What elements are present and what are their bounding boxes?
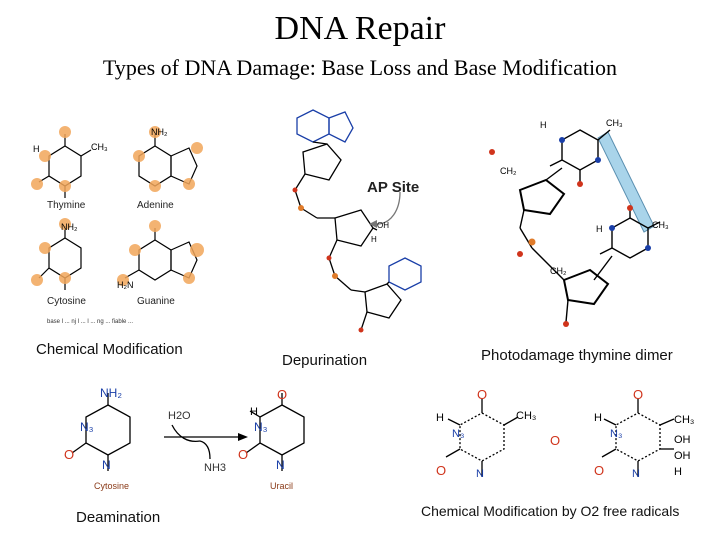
svg-text:N: N bbox=[632, 468, 640, 480]
ap-site-label: AP Site bbox=[367, 179, 419, 196]
svg-text:O: O bbox=[277, 387, 287, 402]
free-radical-figure: O O O O O N₃ N N₃ N H CH₃ H CH₃ OH OH H bbox=[436, 387, 694, 480]
page-title: DNA Repair bbox=[274, 10, 446, 47]
svg-text:H: H bbox=[540, 120, 547, 130]
deamination-figure: NH₂ N₃ N N₃ N O O O H H2O NH3 Cytosine Uracil bbox=[64, 386, 305, 491]
photodamage-caption: Photodamage thymine dimer bbox=[481, 347, 673, 364]
svg-text:OH: OH bbox=[377, 221, 389, 230]
thymine-label: Thymine bbox=[47, 200, 86, 211]
svg-text:N: N bbox=[102, 458, 111, 472]
svg-text:O: O bbox=[64, 447, 74, 462]
svg-text:CH₃: CH₃ bbox=[652, 220, 669, 230]
svg-text:N₃: N₃ bbox=[254, 420, 268, 434]
svg-text:OH: OH bbox=[674, 434, 691, 446]
svg-text:H: H bbox=[596, 224, 603, 234]
svg-text:CH₂: CH₂ bbox=[550, 266, 567, 276]
svg-text:CH₃: CH₃ bbox=[674, 414, 694, 426]
svg-text:OH: OH bbox=[674, 450, 691, 462]
guanine-label: Guanine bbox=[137, 296, 175, 307]
svg-text:N₃: N₃ bbox=[80, 420, 94, 434]
page-subtitle: Types of DNA Damage: Base Loss and Base … bbox=[102, 55, 618, 80]
adenine-label: Adenine bbox=[137, 200, 174, 211]
svg-text:O: O bbox=[594, 463, 604, 478]
svg-text:O: O bbox=[633, 387, 643, 402]
svg-text:N₃: N₃ bbox=[610, 428, 622, 440]
chemical-modification-caption: Chemical Modification bbox=[36, 341, 183, 358]
svg-text:H: H bbox=[594, 412, 602, 424]
svg-text:N: N bbox=[476, 468, 484, 480]
depurination-caption: Depurination bbox=[282, 352, 368, 369]
svg-text:CH₃: CH₃ bbox=[606, 118, 623, 128]
svg-text:N: N bbox=[276, 458, 285, 472]
svg-text:H: H bbox=[371, 235, 377, 244]
svg-text:H: H bbox=[674, 466, 682, 478]
cytosine-label: Cytosine bbox=[47, 296, 86, 307]
ap-site-figure: OHH AP Site bbox=[292, 109, 422, 333]
svg-text:H₂N: H₂N bbox=[117, 280, 134, 290]
svg-text:NH₂: NH₂ bbox=[151, 127, 168, 137]
cytosine-caption: Cytosine bbox=[94, 481, 129, 491]
svg-text:H: H bbox=[250, 406, 258, 418]
free-radicals-caption: Chemical Modification by O2 free radical… bbox=[421, 503, 680, 519]
thymine-dimer-figure: H CH₃ CH₃ H CH₂ CH₂ bbox=[489, 118, 669, 327]
svg-text:N₃: N₃ bbox=[452, 428, 464, 440]
svg-text:CH₂: CH₂ bbox=[500, 166, 517, 176]
base-structures-figure: H CH₃ NH₂ H₂N NH₂ Thymine Adenine Cytosine… bbox=[31, 126, 204, 325]
svg-text:CH₃: CH₃ bbox=[91, 142, 108, 152]
ammonia-label: NH3 bbox=[204, 462, 226, 474]
deamination-caption: Deamination bbox=[76, 509, 161, 526]
bases-footnote: base l ... nj l ... l ... ng ... fiable … bbox=[47, 319, 133, 325]
svg-text:NH₂: NH₂ bbox=[61, 222, 78, 232]
svg-text:CH₃: CH₃ bbox=[516, 410, 536, 422]
uracil-caption: Uracil bbox=[270, 481, 293, 491]
svg-text:O: O bbox=[477, 387, 487, 402]
water-label: H2O bbox=[168, 410, 191, 422]
svg-text:H: H bbox=[436, 412, 444, 424]
svg-text:NH₂: NH₂ bbox=[100, 386, 122, 400]
svg-text:O: O bbox=[238, 447, 248, 462]
svg-text:H: H bbox=[33, 144, 40, 154]
svg-text:O: O bbox=[550, 433, 560, 448]
svg-text:O: O bbox=[436, 463, 446, 478]
